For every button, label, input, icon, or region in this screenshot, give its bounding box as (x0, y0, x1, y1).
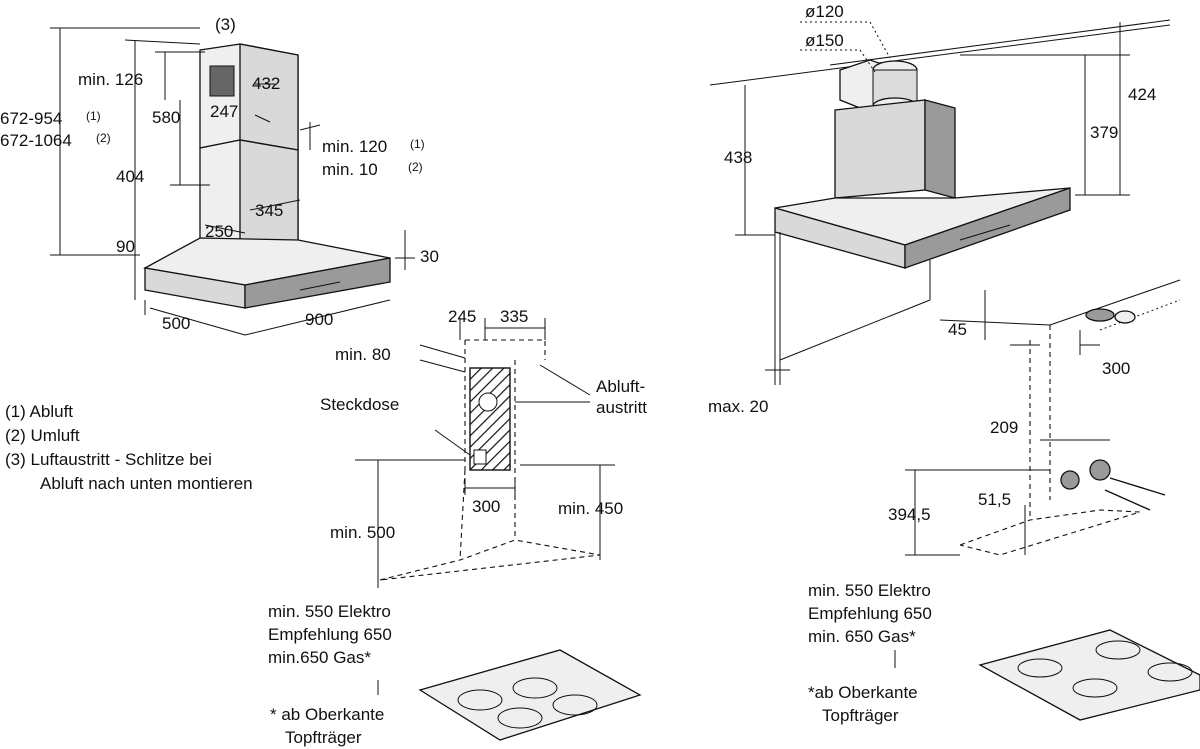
dim-300-socket: 300 (472, 497, 500, 516)
dim-900: 900 (305, 310, 333, 329)
footnote-topftraeger: Topfträger (285, 728, 362, 747)
footnote-oberkante: * ab Oberkante (270, 705, 384, 724)
dim-209: 209 (990, 418, 1018, 437)
detail-note-elektro: min. 550 Elektro (808, 581, 931, 600)
dim-424: 424 (1128, 85, 1156, 104)
right-detail-drawing (894, 279, 1200, 721)
note-min-650-gas: min.650 Gas* (268, 648, 371, 667)
left-dimension-lines (50, 27, 415, 336)
label-abluft: Abluft- (596, 377, 645, 396)
left-hood-drawing (143, 43, 391, 309)
dim-245: 245 (448, 307, 476, 326)
dim-30: 30 (420, 247, 439, 266)
dim-max-20: max. 20 (708, 397, 768, 416)
detail-footnote-oberkante: *ab Oberkante (808, 683, 918, 702)
detail-footnote-topftraeger: Topfträger (822, 706, 899, 725)
dim-438: 438 (724, 148, 752, 167)
dim-total-1: 672-954 (0, 109, 62, 128)
dim-min-10-mark: (2) (408, 160, 423, 174)
dim-min-500: min. 500 (330, 523, 395, 542)
label-austritt: austritt (596, 398, 647, 417)
dim-250: 250 (205, 222, 233, 241)
dim-247: 247 (210, 102, 238, 121)
dim-min-10: min. 10 (322, 160, 378, 179)
dim-total-1-mark: (1) (86, 109, 101, 123)
dim-379: 379 (1090, 123, 1118, 142)
dim-345: 345 (255, 201, 283, 220)
dim-90: 90 (116, 237, 135, 256)
right-hood-drawing (709, 19, 1171, 361)
dim-d120: ø120 (805, 2, 844, 21)
dim-335: 335 (500, 307, 528, 326)
dim-total-2-mark: (2) (96, 131, 111, 145)
note-empfehlung-650: Empfehlung 650 (268, 625, 392, 644)
dim-min-120: min. 120 (322, 137, 387, 156)
dim-total-2: 672-1064 (0, 131, 72, 150)
dim-d150: ø150 (805, 31, 844, 50)
right-dimension-lines (735, 21, 1130, 385)
detail-note-empfehlung: Empfehlung 650 (808, 604, 932, 623)
label-steckdose: Steckdose (320, 395, 399, 414)
dim-500: 500 (162, 314, 190, 333)
dim-45: 45 (948, 320, 967, 339)
legend-umluft: (2) Umluft (5, 426, 80, 445)
note-min-550-elektro: min. 550 Elektro (268, 602, 391, 621)
dim-min-120-mark: (1) (410, 137, 425, 151)
wall-view-drawing (355, 318, 642, 741)
dim-580: 580 (152, 108, 180, 127)
dim-300-detail: 300 (1102, 359, 1130, 378)
legend-abluft: (1) Abluft (5, 402, 73, 421)
dim-min-80: min. 80 (335, 345, 391, 364)
dim-min-450: min. 450 (558, 499, 623, 518)
mark-3: (3) (215, 15, 236, 34)
dim-51-5: 51,5 (978, 490, 1011, 509)
dim-404: 404 (116, 167, 144, 186)
legend-abluft-nach-unten: Abluft nach unten montieren (40, 474, 253, 493)
dim-min-126: min. 126 (78, 70, 143, 89)
dim-432: 432 (252, 74, 280, 93)
legend-luftaustritt: (3) Luftaustritt - Schlitze bei (5, 450, 212, 469)
dim-394-5: 394,5 (888, 505, 931, 524)
detail-note-gas: min. 650 Gas* (808, 627, 916, 646)
